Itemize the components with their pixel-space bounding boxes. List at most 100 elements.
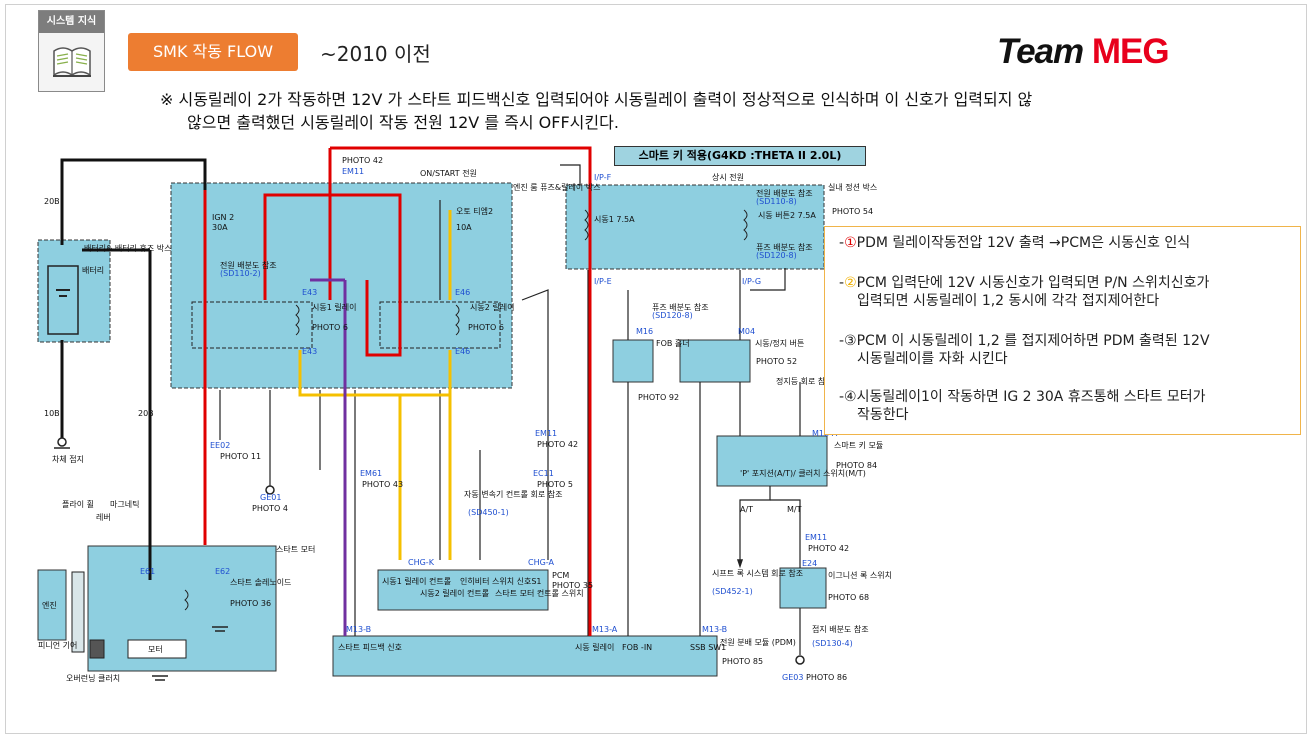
ground-ref-label: 접지 배분도 참조 xyxy=(812,624,869,634)
explain-item-4-text-b: 작동한다 xyxy=(857,407,909,423)
engine-block xyxy=(37,569,67,641)
fuse-ref-label: 퓨즈 배분도 참조 xyxy=(756,242,813,252)
fuse-icon xyxy=(584,209,589,241)
engine-fuse-box-label: 엔진 룸 퓨즈&릴레이 박스 xyxy=(513,182,600,192)
battery-symbol xyxy=(47,265,79,335)
sensor-fuse-label: 오토 티엠2 xyxy=(456,206,493,216)
smart-key-module-block xyxy=(716,435,828,487)
photo35-label: PHOTO 35 xyxy=(552,581,593,590)
relay-coil-icon xyxy=(455,304,460,336)
explain-item-2: -②PCM 입력단에 12V 시동신호가 입력되면 P/N 스위치신호가 xyxy=(839,273,1209,293)
note-line-2: 않으면 출력했던 시동릴레이 작동 전원 12V 를 즉시 OFF시킨다. xyxy=(187,113,619,132)
always-power-label: 상시 전원 xyxy=(712,172,744,182)
smart-key-module-label: 스마트 키 모듈 xyxy=(834,441,883,450)
chg-k-label: CHG-K xyxy=(408,558,435,567)
photo5-label: PHOTO 5 xyxy=(537,480,573,489)
pcm-pin-3: 인히비터 스위치 신호S1 xyxy=(460,576,542,586)
ignition-switch-block xyxy=(779,567,827,609)
motor-label: 모터 xyxy=(148,645,163,654)
starter-motor-label: 스타트 모터 xyxy=(276,545,315,554)
start-button-block xyxy=(679,339,751,383)
photo54-label: PHOTO 54 xyxy=(832,207,873,216)
smk-flow-button[interactable]: SMK 작동 FLOW xyxy=(128,33,298,71)
explain-item-1-prefix: - xyxy=(839,235,845,251)
interior-box-label: 실내 정션 박스 xyxy=(828,182,877,192)
pinion-label: 피니언 기어 xyxy=(38,640,77,650)
fuse-ref-label-2: 퓨즈 배분도 참조 xyxy=(652,302,709,312)
e61-label: E61 xyxy=(140,567,155,576)
m16-label: M16 xyxy=(636,327,653,336)
explain-item-2-prefix: - xyxy=(839,275,845,291)
at-label: A/T xyxy=(740,505,753,514)
lever-label: 레버 xyxy=(96,512,111,522)
explain-item-3-text-b: 시동릴레이를 자화 시킨다 xyxy=(857,351,1008,367)
e24-label: E24 xyxy=(802,559,817,568)
e43-label: E43 xyxy=(302,288,317,297)
ground-ref-code: (SD130-4) xyxy=(812,639,853,648)
relay-control-yellow-wire xyxy=(298,210,452,560)
fuse-ref-code-2: (SD120-8) xyxy=(652,311,693,320)
power-ref-code: (SD110-2) xyxy=(220,269,261,278)
photo36-label: PHOTO 36 xyxy=(230,599,271,608)
engine-fuse-box xyxy=(170,182,513,389)
explain-item-1-mark: ① xyxy=(844,235,857,251)
ip-f-label: I/P-F xyxy=(594,173,612,182)
wire-20b-label: 20B xyxy=(44,197,60,206)
photo11-label: PHOTO 11 xyxy=(220,452,261,461)
ge01-label: GE01 xyxy=(260,493,281,502)
start-feedback-purple-wire xyxy=(310,278,347,636)
flywheel-label: 플라이 휠 xyxy=(62,499,94,509)
fuse-icon xyxy=(743,209,748,241)
wire xyxy=(750,268,786,291)
start-relay2-label: 시동2 릴레이 xyxy=(470,302,514,312)
photo4-label: PHOTO 4 xyxy=(252,504,288,513)
start-button-fuse-label: 시동 버튼2 7.5A xyxy=(758,210,816,220)
explain-item-2-text-b: 입력되면 시동릴레이 1,2 동시에 각각 접지제어한다 xyxy=(857,293,1160,309)
photo84-label: PHOTO 84 xyxy=(836,461,877,470)
em61-label: EM61 xyxy=(360,469,382,478)
sensor-amp-label: 10A xyxy=(456,223,472,232)
pcm-label: PCM xyxy=(552,571,569,580)
explain-item-3-text-a: -③PCM 이 시동릴레이 1,2 를 접지제어하면 PDM 출력된 12V xyxy=(839,333,1210,349)
overrunning-label: 오버런닝 클러치 xyxy=(66,673,120,683)
pinion-gear-icon xyxy=(89,639,105,659)
power-ref-label: 전원 배분도 참조 xyxy=(220,260,277,270)
solenoid-coil-icon xyxy=(184,589,189,611)
power-ref-label-2: 전원 배분도 참조 xyxy=(756,188,813,198)
ign2-fuse-label: IGN 2 xyxy=(212,213,234,222)
photo6-label: PHOTO 6 xyxy=(312,323,348,332)
smart-key-badge: 스마트 키 적용(G4KD :THETA II 2.0L) xyxy=(614,146,866,166)
team-logo: Team MEG xyxy=(997,32,1170,72)
chassis-ground-label: 차체 접지 xyxy=(52,454,84,464)
team-prefix: Team xyxy=(997,32,1092,71)
em11-label: EM11 xyxy=(535,429,557,438)
photo42-label: PHOTO 42 xyxy=(537,440,578,449)
photo6-label: PHOTO 6 xyxy=(468,323,504,332)
explanation-panel: -①PDM 릴레이작동전압 12V 출력 →PCM은 시동신호 인식 -②PCM… xyxy=(824,226,1301,435)
pdm-label: 전원 분배 모듈 (PDM) xyxy=(720,637,796,647)
relay-coil-red-wire xyxy=(263,148,402,357)
pdm-pin-1: 스타트 피드백 신호 xyxy=(338,642,402,652)
ignition-switch-label: 이그니션 록 스위치 xyxy=(828,570,892,580)
engine-label: 엔진 xyxy=(42,600,57,610)
ip-e-label: I/P-E xyxy=(594,277,612,286)
wire xyxy=(560,164,581,185)
wire xyxy=(770,499,801,568)
fuse-ref-code: (SD120-8) xyxy=(756,251,797,260)
start-relay-1 xyxy=(191,301,313,349)
note-line-1: ※ 시동릴레이 2가 작동하면 12V 가 스타트 피드백신호 입력되어야 시동… xyxy=(160,90,1033,109)
ground-icons xyxy=(54,437,805,681)
m13a-label: M13-A xyxy=(592,625,618,634)
interior-junction-box xyxy=(565,184,825,270)
photo85-label: PHOTO 85 xyxy=(722,657,763,666)
starter-solenoid-label: 스타트 솔레노이드 xyxy=(230,577,291,587)
battery-main-wire xyxy=(60,158,207,245)
ge03-label: GE03 xyxy=(782,673,803,682)
ign2-amp-label: 30A xyxy=(212,223,228,232)
mt-label: M/T xyxy=(787,505,802,514)
m13b-label: M13-B xyxy=(702,625,727,634)
battery-label: 배터리 xyxy=(82,266,104,275)
photo43-label: PHOTO 43 xyxy=(362,480,403,489)
em11-label: EM11 xyxy=(805,533,827,542)
